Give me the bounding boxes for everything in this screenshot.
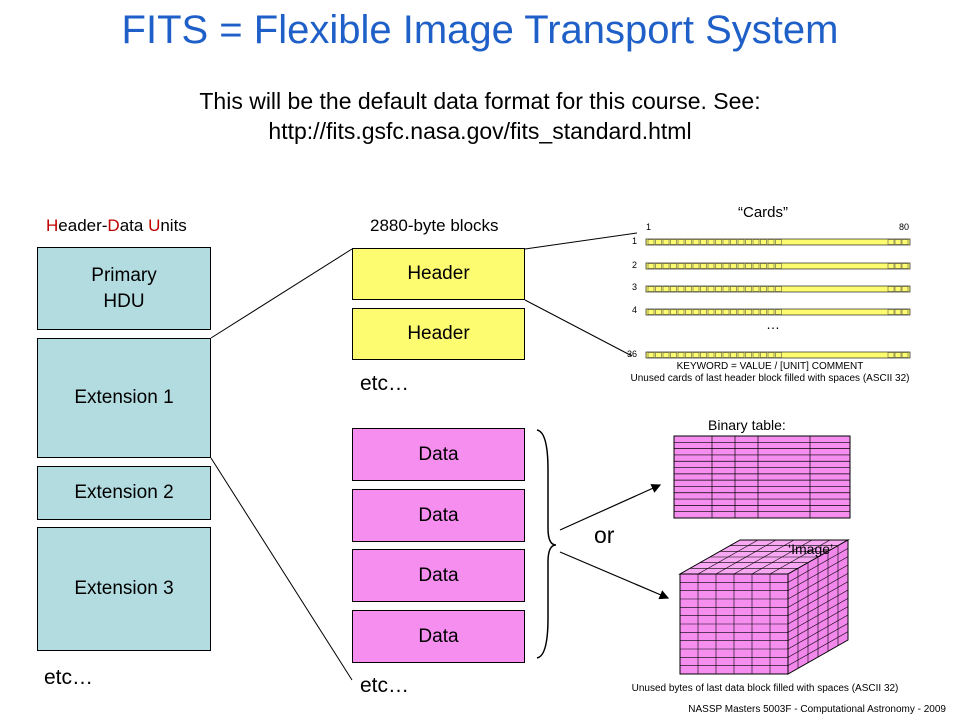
footer: NASSP Masters 5003F - Computational Astr… [688, 704, 946, 715]
card-row-label: 2 [632, 260, 638, 270]
card-row-label: 3 [632, 282, 638, 292]
extension-1-box: Extension 1 [37, 338, 211, 458]
cards-ellipsis: … [766, 316, 780, 332]
arrow-to-table [559, 484, 662, 531]
cards-col-start: 1 [646, 222, 652, 232]
extension-2-box: Extension 2 [37, 466, 211, 520]
data-etc: etc… [360, 674, 410, 697]
cards-keyword-line: KEYWORD = VALUE / [UNIT] COMMENT [676, 361, 864, 372]
subtitle-line-1: This will be the default data format for… [199, 88, 761, 114]
card-strip [645, 238, 911, 246]
binary-table-label: Binary table: [708, 417, 786, 433]
cards-unused-line: Unused cards of last header block filled… [630, 373, 910, 384]
card-row-label: 36 [627, 349, 638, 359]
connector-ext1-data [210, 457, 353, 681]
hdu-column-label: Header-Data Units [46, 216, 187, 235]
card-strips [645, 238, 911, 359]
connector-header-cards-top [524, 232, 638, 250]
data-block-1: Data [352, 428, 525, 481]
header-block-2: Header [352, 308, 525, 360]
card-strip [645, 262, 911, 270]
connector-header-cards-bottom [524, 299, 633, 357]
image-label: ‘Image’ [788, 541, 834, 557]
card-strip [645, 285, 911, 293]
data-block-3: Data [352, 549, 525, 602]
page-title: FITS = Flexible Image Transport System [121, 8, 839, 52]
arrow-to-image [559, 551, 670, 600]
extension-3-box: Extension 3 [37, 527, 211, 651]
subtitle: This will be the default data format for… [0, 86, 960, 146]
cards-title: “Cards” [738, 204, 789, 221]
card-strip [645, 351, 911, 359]
connector-ext1-header [210, 248, 353, 339]
brace [536, 429, 557, 659]
header-etc: etc… [360, 372, 410, 395]
cards-col-end: 80 [899, 222, 910, 232]
binary-table [673, 435, 851, 519]
data-block-2: Data [352, 489, 525, 542]
or-label: or [594, 522, 615, 548]
unused-bytes-note: Unused bytes of last data block filled w… [631, 683, 899, 694]
card-row-label: 1 [632, 236, 638, 246]
card-row-label: 4 [632, 305, 638, 315]
card-strip [645, 308, 911, 316]
data-block-4: Data [352, 610, 525, 663]
header-block-1: Header [352, 248, 525, 300]
blocks-column-label: 2880-byte blocks [370, 216, 499, 235]
image-cube [678, 539, 850, 675]
hdu-etc: etc… [44, 666, 94, 689]
subtitle-link[interactable]: http://fits.gsfc.nasa.gov/fits_standard.… [268, 118, 692, 144]
